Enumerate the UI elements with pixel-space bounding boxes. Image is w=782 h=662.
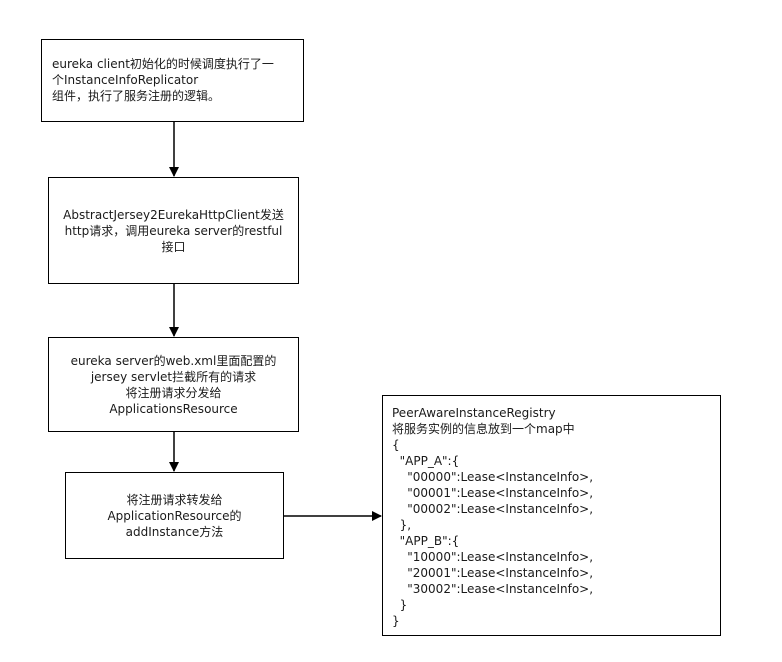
step-application-resource-box: 将注册请求转发给 ApplicationResource的 addInstanc… [65, 472, 284, 559]
box-text-line: } [392, 598, 408, 612]
box-text-line: } [392, 614, 400, 628]
step-client-init-box: eureka client初始化的时候调度执行了一 个InstanceInfoR… [41, 39, 304, 122]
box-text-line: PeerAwareInstanceRegistry [392, 406, 556, 420]
box-text-line: 个InstanceInfoReplicator [52, 73, 199, 87]
box-text-line: "00001":Lease<InstanceInfo>, [392, 486, 594, 500]
box-text-line: "APP_A":{ [392, 454, 460, 468]
box-text-line: ApplicationsResource [109, 401, 238, 416]
box-text-line: 组件，执行了服务注册的逻辑。 [52, 89, 221, 103]
box-text-line: jersey servlet拦截所有的请求 [90, 369, 257, 384]
box-text-line: AbstractJersey2EurekaHttpClient发送 [63, 207, 284, 222]
box-text-line: "APP_B":{ [392, 534, 460, 548]
box-text-line: 将注册请求分发给 [125, 385, 222, 400]
box-text-line: http请求，调用eureka server的restful [64, 223, 283, 238]
box-text-line: "20001":Lease<InstanceInfo>, [392, 566, 594, 580]
box-text-line: 将注册请求转发给 [126, 492, 223, 507]
box-text-line: "00002":Lease<InstanceInfo>, [392, 502, 594, 516]
box-text-line: "00000":Lease<InstanceInfo>, [392, 470, 594, 484]
step-jersey-servlet-box: eureka server的web.xml里面配置的 jersey servle… [48, 337, 299, 432]
box-text-line: "10000":Lease<InstanceInfo>, [392, 550, 594, 564]
box-text-line: addInstance方法 [125, 524, 224, 539]
step-http-client-box: AbstractJersey2EurekaHttpClient发送 http请求… [48, 177, 299, 284]
box-text-line: 将服务实例的信息放到一个map中 [392, 422, 575, 436]
box-text-line: 接口 [161, 239, 186, 254]
box-text-line: }, [392, 518, 412, 532]
box-text-line: "30002":Lease<InstanceInfo>, [392, 582, 594, 596]
box-text-line: eureka server的web.xml里面配置的 [70, 353, 277, 368]
box-text-line: eureka client初始化的时候调度执行了一 [52, 57, 274, 71]
box-text-line: ApplicationResource的 [107, 508, 242, 523]
box-text-line: { [392, 438, 400, 452]
registry-map-box: PeerAwareInstanceRegistry 将服务实例的信息放到一个ma… [382, 395, 721, 636]
